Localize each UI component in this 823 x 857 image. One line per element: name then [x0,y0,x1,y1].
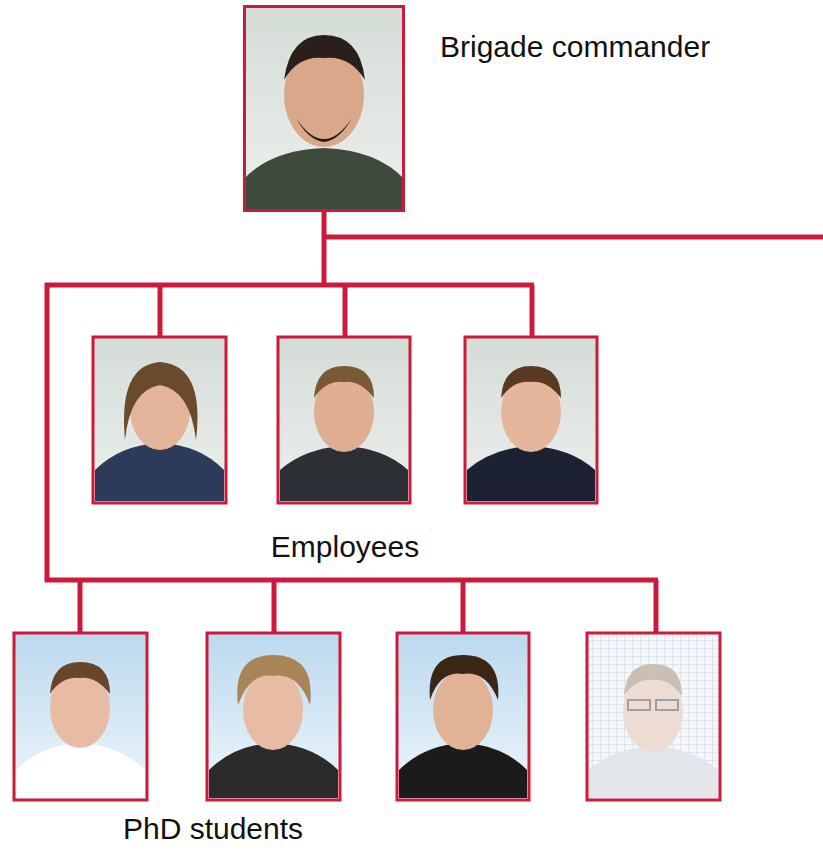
role-heading: Brigade commander [440,30,710,64]
tree-lines [45,212,823,633]
portrait-photo [587,633,720,800]
portrait-photo [207,633,340,800]
portrait-photo [243,5,405,212]
portrait-photo [397,633,529,800]
portrait-photo [14,633,147,800]
group-label: PhD students [123,812,303,846]
portrait-frame: Brigade commander [243,5,405,212]
portrait-photo [93,337,226,503]
portrait-photo [278,337,410,503]
group-label: Employees [271,530,419,564]
portrait-photo [465,337,597,503]
